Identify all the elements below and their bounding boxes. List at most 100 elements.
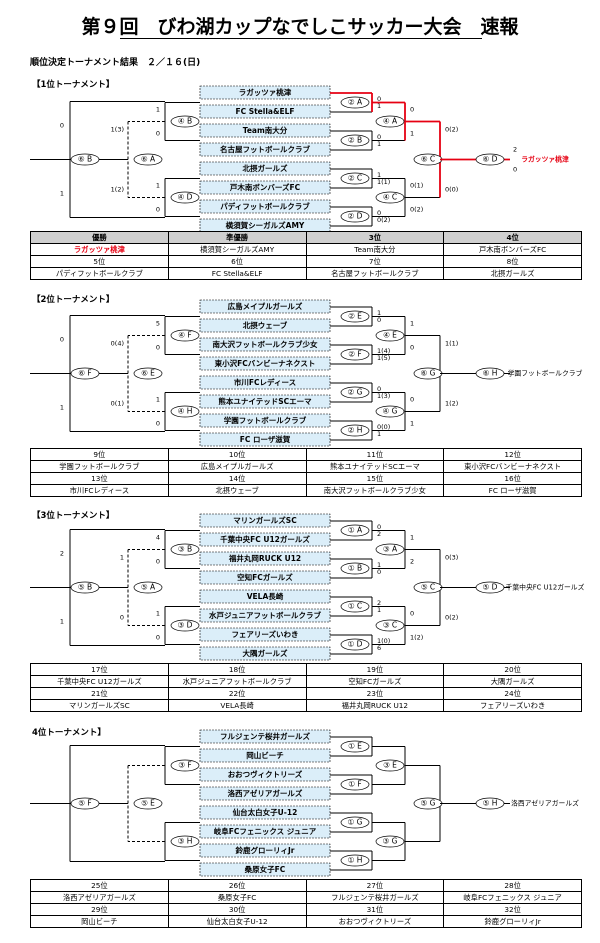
match-oval bbox=[375, 835, 405, 848]
rank-header: 24位 bbox=[443, 687, 582, 700]
match-label: ⑤ B bbox=[78, 583, 92, 592]
match-oval bbox=[375, 191, 405, 204]
rank-team: Team南大分 bbox=[305, 243, 445, 256]
score: 1 bbox=[410, 130, 414, 138]
team-name: 学園フットボールクラブ bbox=[224, 415, 307, 425]
match-oval bbox=[475, 153, 505, 166]
match-label: ③ A bbox=[383, 545, 398, 554]
score: 0 bbox=[156, 558, 160, 566]
match-oval bbox=[70, 581, 100, 594]
score: 5 bbox=[156, 320, 160, 328]
rank-team: 水戸ジュニアフットボールクラブ bbox=[167, 675, 307, 688]
match-oval bbox=[133, 367, 163, 380]
score: 0 bbox=[377, 95, 381, 103]
team-name: 熊本ユナイテッドSCエーマ bbox=[218, 396, 312, 406]
match-label: ③ E bbox=[383, 761, 397, 770]
rank-header: 10位 bbox=[167, 448, 307, 461]
score: 1 bbox=[377, 430, 381, 438]
team-name: 岡山ビーチ bbox=[246, 750, 284, 760]
score: 1(2) bbox=[445, 400, 458, 408]
rank-table-1: 優勝 準優勝 3位 4位 ラガッツァ桃津 横須賀シーガルズAMY Team南大分… bbox=[30, 231, 582, 280]
rank-header: 13位 bbox=[30, 472, 169, 485]
score: 0(0) bbox=[377, 423, 390, 431]
rank-header: 12位 bbox=[443, 448, 582, 461]
team-name: 空知FCガールズ bbox=[237, 572, 293, 582]
score: 1 bbox=[377, 171, 381, 179]
match-label: ③ H bbox=[178, 837, 193, 846]
match-label: ④ H bbox=[178, 407, 193, 416]
team-name: Team南大分 bbox=[243, 125, 288, 135]
score: 0(0) bbox=[445, 186, 458, 194]
team-name: 名古屋フットボールクラブ bbox=[220, 144, 310, 154]
rank-team: VELA長崎 bbox=[167, 699, 307, 712]
match-oval bbox=[340, 310, 370, 323]
rank-team: ラガッツァ桃津 bbox=[30, 243, 169, 256]
score: 0 bbox=[410, 396, 414, 404]
score: 0 bbox=[377, 385, 381, 393]
match-label: ⑥ C bbox=[421, 155, 435, 164]
rank-header: 32位 bbox=[443, 903, 582, 916]
rank-team: 洛西アゼリアガールズ bbox=[30, 891, 169, 904]
match-label: ⑤ F bbox=[78, 799, 91, 808]
rank-header: 16位 bbox=[443, 472, 582, 485]
score: 1 bbox=[156, 396, 160, 404]
bracket-2: 広島メイプルガールズ北摂ウェーブ南大沢フットボールクラブ少女東小沢FCバンビーナ… bbox=[30, 299, 583, 447]
match-oval bbox=[70, 797, 100, 810]
match-label: ⑥ F bbox=[78, 369, 91, 378]
score: 1(2) bbox=[410, 634, 423, 642]
rank-table-3: 17位 18位 19位 20位 千葉中央FC U12ガールズ 水戸ジュニアフット… bbox=[30, 663, 582, 712]
title-underline bbox=[120, 38, 482, 39]
score: 0 bbox=[60, 122, 64, 130]
match-label: ① C bbox=[348, 602, 362, 611]
score: 2 bbox=[60, 550, 64, 558]
score: 1 bbox=[377, 102, 381, 110]
match-label: ⑤ H bbox=[483, 799, 498, 808]
score: 0 bbox=[410, 344, 414, 352]
score: 1(3) bbox=[111, 126, 124, 134]
score: 1 bbox=[377, 561, 381, 569]
rank-team: 大隅ガールズ bbox=[443, 675, 582, 688]
match-oval bbox=[340, 524, 370, 537]
match-oval bbox=[340, 134, 370, 147]
match-oval bbox=[133, 797, 163, 810]
score: 1 bbox=[377, 606, 381, 614]
rank-team: 学園フットボールクラブ bbox=[30, 460, 169, 473]
score: 1 bbox=[60, 404, 64, 412]
team-name: フェアリーズいわき bbox=[231, 629, 298, 639]
rank-header: 26位 bbox=[167, 879, 307, 892]
score: 0(1) bbox=[111, 400, 124, 408]
score: 0(3) bbox=[445, 554, 458, 562]
rank-header: 25位 bbox=[30, 879, 169, 892]
team-name: FC Stella&ELF bbox=[235, 107, 294, 116]
team-name: 洛西アゼリアガールズ bbox=[228, 788, 303, 798]
section-3-title: 【3位トーナメント】 bbox=[32, 511, 115, 521]
team-name: おおつヴィクトリーズ bbox=[228, 769, 303, 779]
rank-team: 千葉中央FC U12ガールズ bbox=[30, 675, 169, 688]
score: 1 bbox=[156, 610, 160, 618]
match-label: ② F bbox=[348, 350, 361, 359]
rank-team: 桑原女子FC bbox=[167, 891, 307, 904]
match-label: ④ C bbox=[383, 193, 397, 202]
rank-team: マリンガールズSC bbox=[30, 699, 169, 712]
match-oval bbox=[375, 115, 405, 128]
team-name: 市川FCレディース bbox=[234, 377, 296, 387]
rank-table-2: 9位 10位 11位 12位 学園フットボールクラブ 広島メイプルガールズ 熊本… bbox=[30, 448, 582, 497]
match-oval bbox=[340, 778, 370, 791]
match-oval bbox=[375, 329, 405, 342]
score: 0(2) bbox=[410, 206, 423, 214]
winner-name: 洛西アゼリアガールズ bbox=[511, 799, 579, 808]
score: 1(0) bbox=[377, 637, 390, 645]
match-oval bbox=[340, 816, 370, 829]
rank-header: 4位 bbox=[443, 231, 582, 244]
match-oval bbox=[340, 348, 370, 361]
rank-header: 22位 bbox=[167, 687, 307, 700]
team-name: 横須賀シーガルズAMY bbox=[226, 220, 305, 230]
team-name: パディフットボールクラブ bbox=[220, 201, 310, 211]
team-name: 岐阜FCフェニックス ジュニア bbox=[214, 826, 317, 836]
rank-header: 11位 bbox=[305, 448, 445, 461]
match-oval bbox=[170, 835, 200, 848]
page-subtitle: 順位決定トーナメント結果 ２／１６(日) bbox=[30, 58, 201, 68]
page-title: 第９回 びわ湖カップなでしこサッカー大会 速報 bbox=[81, 16, 519, 38]
team-name: マリンガールズSC bbox=[233, 515, 297, 525]
